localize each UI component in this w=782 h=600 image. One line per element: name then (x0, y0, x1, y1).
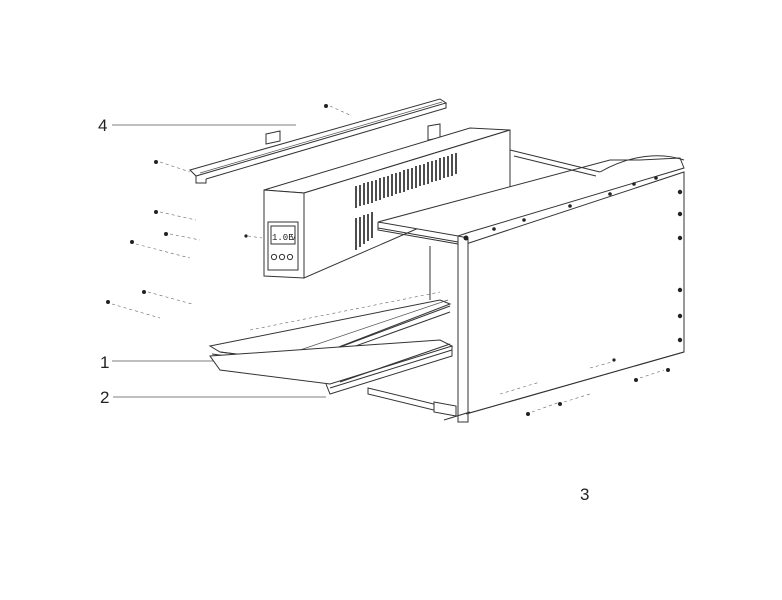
screw-icon (106, 300, 110, 304)
callout-4-label: 4 (98, 116, 107, 135)
screw-holes (463, 176, 683, 343)
vent-slots (355, 153, 457, 250)
top-cover-rail (189, 98, 448, 184)
screw-icon (142, 290, 146, 294)
screw-icon (154, 160, 158, 164)
callout-2-label: 2 (100, 388, 109, 407)
callout-3-label: 3 (580, 485, 589, 504)
panel-knob-icon (278, 253, 286, 261)
power-module: 1.0E V (263, 127, 511, 279)
screw-icon (154, 210, 158, 214)
screw-icon (666, 368, 670, 372)
panel-knob-icon (286, 253, 294, 261)
callout-3: 3 (580, 485, 589, 504)
guide-rail-lower (209, 339, 457, 417)
screw-icon (634, 378, 638, 382)
display-window (270, 225, 296, 245)
callout-1-label: 1 (100, 353, 109, 372)
panel-knob-icon (270, 253, 278, 261)
screw-icon (612, 358, 616, 362)
screw-icon (244, 234, 248, 238)
display-unit: V (291, 235, 296, 242)
screws-left (106, 104, 353, 319)
screw-icon (324, 104, 328, 108)
screws-bottom-right (499, 358, 670, 416)
display-readout: 1.0E (272, 233, 294, 243)
callout-2: 2 (100, 388, 326, 407)
chassis-subrack (377, 149, 685, 423)
screw-icon (164, 232, 168, 236)
screw-icon (130, 240, 134, 244)
callout-4: 4 (98, 116, 296, 135)
screw-icon (558, 402, 562, 406)
screw-icon (526, 412, 530, 416)
